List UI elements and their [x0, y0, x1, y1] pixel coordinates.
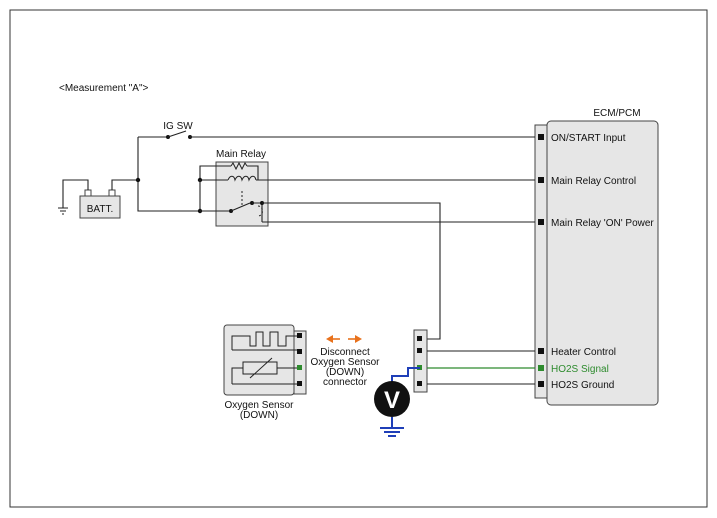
- ecm-pin-on-start: [538, 134, 544, 140]
- battery-bus-wire: [137, 137, 200, 212]
- sensor-pin-1: [297, 333, 302, 338]
- sensor-element-lead-icon: [231, 367, 243, 384]
- oxygen-sensor-label-line2: (DOWN): [240, 410, 278, 421]
- ecm-label-heater-control: Heater Control: [551, 347, 616, 358]
- ecm-label-ho2s-signal: HO2S Signal: [551, 364, 609, 375]
- disconnect-note-line4: connector: [323, 377, 368, 388]
- voltmeter-symbol: V: [384, 387, 400, 414]
- voltmeter-icon: [374, 381, 410, 417]
- battery-terminal-positive: [108, 189, 116, 197]
- ecm-pin-ho2s-ground: [538, 381, 544, 387]
- battery-negative-wire: [62, 179, 89, 208]
- disconnect-note-line1: Disconnect: [320, 347, 370, 358]
- ecm-pin-main-relay-on-power: [538, 219, 544, 225]
- harness-pin-1: [417, 336, 422, 341]
- main-relay-label: Main Relay: [216, 149, 266, 160]
- relay-output-dashed-icon: [257, 205, 263, 217]
- harness-pin-2: [417, 348, 422, 353]
- voltmeter-positive-lead: [391, 367, 420, 382]
- battery-ground-icon: [58, 207, 68, 215]
- oxygen-sensor-label-line1: Oxygen Sensor: [225, 400, 295, 411]
- main-relay-box: [215, 161, 269, 227]
- sensor-heater-element-icon: [231, 331, 297, 350]
- harness-connector: [413, 329, 428, 393]
- junction-dot: [135, 177, 141, 183]
- ecm-title: ECM/PCM: [593, 108, 640, 119]
- ig-switch-label: IG SW: [163, 121, 193, 132]
- battery-terminal-negative: [84, 189, 92, 197]
- oxygen-sensor: [223, 324, 307, 396]
- battery-body: [79, 195, 121, 219]
- disconnect-note-line3: (DOWN): [326, 367, 364, 378]
- ecm-pins: [538, 134, 544, 387]
- harness-pin-4: [417, 381, 422, 386]
- ecm-pin-ho2s-signal: [538, 365, 544, 371]
- sensor-pin-2: [297, 349, 302, 354]
- ecm-pcm-module: [546, 120, 659, 406]
- relay-resistor-icon: [230, 161, 248, 171]
- relay-coil-return-wire: [247, 165, 259, 180]
- relay-to-sensor-heater-wire: [262, 202, 441, 340]
- ecm-label-ho2s-ground: HO2S Ground: [551, 380, 614, 391]
- ecm-pin-heater-control: [538, 348, 544, 354]
- disconnect-arrows-icon: [326, 335, 362, 343]
- disconnect-note-line2: Oxygen Sensor: [311, 357, 381, 368]
- relay-coil-icon: [227, 175, 257, 182]
- oxygen-sensor-connector: [293, 330, 307, 395]
- sensor-pin-4: [297, 381, 302, 386]
- measurement-title: <Measurement "A">: [59, 83, 149, 94]
- battery: BATT.: [79, 189, 121, 219]
- ecm-pin-main-relay-control: [538, 177, 544, 183]
- diagram-frame: [9, 9, 708, 508]
- battery-positive-wire: [111, 179, 138, 190]
- voltmeter-ground-icon: [380, 427, 404, 437]
- relay-switch-blade-icon: [230, 202, 251, 212]
- sensor-element-variable-icon: [249, 357, 273, 379]
- sensor-pin-3: [297, 365, 302, 370]
- battery-label: BATT.: [87, 204, 113, 215]
- ecm-label-main-relay-control: Main Relay Control: [551, 176, 636, 187]
- relay-coil-feed-wire: [199, 165, 231, 180]
- ecm-label-on-start-input: ON/START Input: [551, 133, 626, 144]
- ig-switch-blade-icon: [167, 130, 187, 138]
- ecm-label-main-relay-on-power: Main Relay 'ON' Power: [551, 218, 654, 229]
